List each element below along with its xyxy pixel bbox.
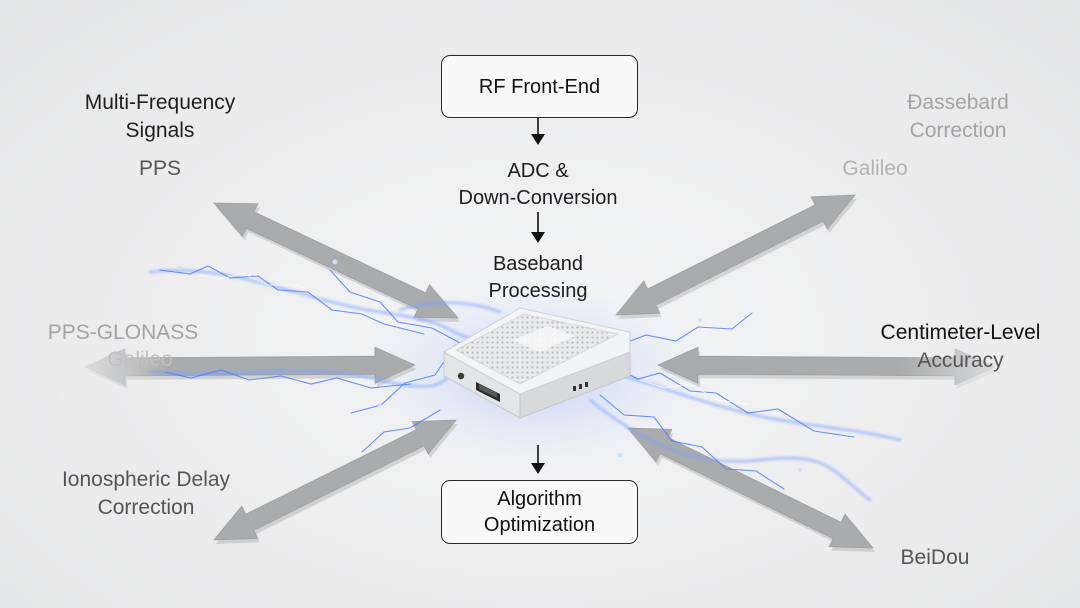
flow-arrows xyxy=(531,118,545,474)
gnss-receiver-module-icon xyxy=(442,307,631,419)
bassebard-line1: Đassebard xyxy=(907,91,1009,114)
rf-front-end-box: RF Front-End xyxy=(441,55,638,118)
right-fade xyxy=(900,330,1030,400)
left-galileo-label: Galileo xyxy=(107,348,173,371)
arrow-lower-right xyxy=(627,427,874,549)
rf-front-end-label: RF Front-End xyxy=(478,75,601,98)
baseband-label-line1: Baseband xyxy=(492,253,584,275)
adc-label-line1: ADC & xyxy=(507,160,569,182)
signal-streaks xyxy=(148,259,902,502)
bassebard-line2: Correction xyxy=(909,119,1007,142)
algorithm-label-line2: Optimization xyxy=(483,514,596,536)
centimeter-line2: Accuracy xyxy=(917,349,1004,372)
centimeter-level-accuracy-label: Centimeter-Level Accuracy xyxy=(858,319,1063,375)
adc-label: ADC & Down-Conversion xyxy=(438,158,638,212)
right-galileo-label: Galileo xyxy=(842,157,908,180)
multi-frequency-line1: Multi-Frequency xyxy=(84,91,236,114)
multi-frequency-signals-label: Multi-Frequency Signals xyxy=(50,89,270,145)
algorithm-label-line1: Algorithm xyxy=(497,488,582,510)
centimeter-line1: Centimeter-Level xyxy=(880,321,1041,344)
left-fade xyxy=(60,330,170,400)
pps-glonass-label: PPS-GLONASS xyxy=(47,321,199,344)
ionospheric-line1: Ionospheric Delay xyxy=(61,468,231,491)
adc-label-line2: Down-Conversion xyxy=(458,187,618,209)
algorithm-optimization-box: Algorithm Optimization xyxy=(441,480,638,544)
arrow-upper-right xyxy=(615,194,856,316)
baseband-processing-label: Baseband Processing xyxy=(438,251,638,305)
bassebard-correction-label: Đassebard Correction xyxy=(868,89,1048,145)
arrow-lower-left xyxy=(213,419,457,541)
pps-label: PPS xyxy=(138,157,182,180)
ionospheric-line2: Correction xyxy=(97,496,195,519)
baseband-label-line2: Processing xyxy=(488,280,588,302)
ionospheric-delay-correction-label: Ionospheric Delay Correction xyxy=(35,466,257,522)
multi-frequency-line2: Signals xyxy=(125,119,195,142)
beidou-label: BeiDou xyxy=(900,546,970,569)
